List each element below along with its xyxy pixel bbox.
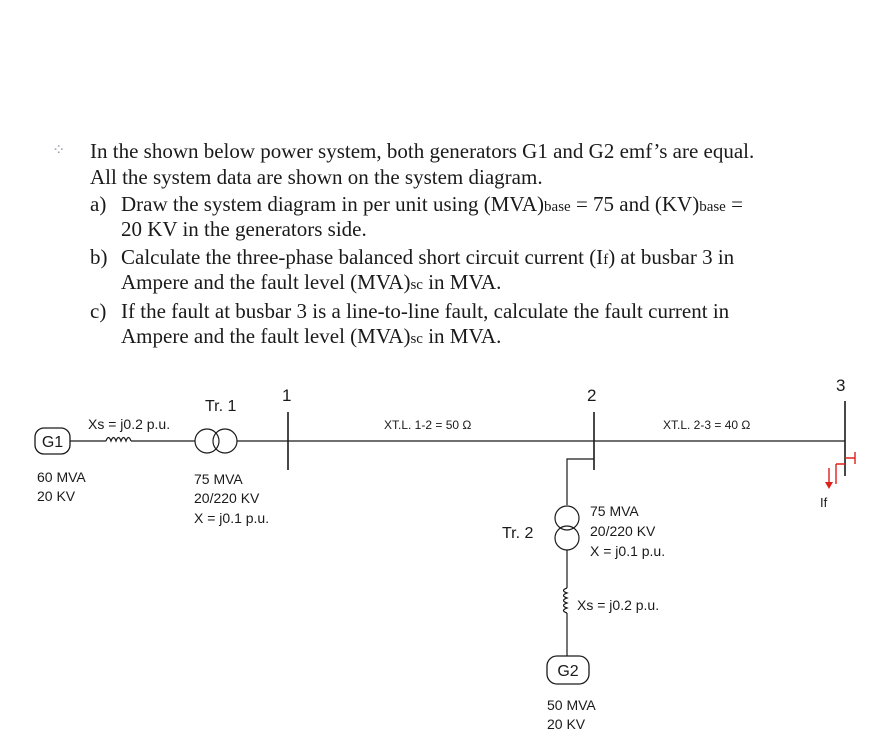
part-a-line-2: 20 KV in the generators side. — [121, 217, 367, 241]
question-text: ⁘ In the shown below power system, both … — [0, 0, 889, 360]
tr1-secondary-coil — [212, 428, 238, 454]
part-b-line-2-sub: sc — [410, 277, 423, 293]
bus3-label: 3 — [836, 376, 845, 395]
part-a-label: a) — [90, 192, 107, 216]
tr1-primary-coil — [194, 428, 220, 454]
g1-reactance-label: Xs = j0.2 p.u. — [88, 416, 170, 432]
part-c-line-1: If the fault at busbar 3 is a line-to-li… — [121, 299, 730, 323]
line-2-3-label: XT.L. 2-3 = 40 Ω — [663, 418, 750, 432]
tr2-ratio: 20/220 KV — [590, 523, 656, 539]
part-a-mid: = 75 and (KV) — [570, 192, 700, 216]
g2-voltage: 20 KV — [547, 716, 586, 732]
intro-line-1: In the shown below power system, both ge… — [90, 139, 755, 163]
part-c-line-2-sub: sc — [410, 331, 423, 347]
g2-reactance-label: Xs = j0.2 p.u. — [577, 597, 659, 613]
part-c-line-2-post: in MVA. — [422, 324, 502, 348]
part-b-line-2: Ampere and the fault level (MVA)sc in MV… — [121, 269, 501, 298]
part-c-line-2-text: Ampere and the fault level (MVA) — [121, 324, 411, 348]
bullet-icon: ⁘ — [52, 142, 66, 159]
tr1-reactance: X = j0.1 p.u. — [194, 510, 269, 526]
tr2-rating: 75 MVA — [590, 503, 639, 519]
part-b-line-2-text: Ampere and the fault level (MVA) — [121, 270, 411, 294]
intro-line-2: All the system data are shown on the sys… — [90, 165, 543, 189]
g1-rating: 60 MVA — [37, 469, 86, 485]
tr2-label: Tr. 2 — [502, 525, 534, 542]
g1-voltage: 20 KV — [37, 488, 76, 504]
fault-symbol — [835, 452, 856, 484]
part-b-sub: f — [603, 252, 609, 268]
bus2-drop-line — [566, 458, 594, 505]
g2-box — [546, 655, 590, 685]
part-a-base-2: base — [699, 199, 726, 215]
part-a-text: Draw the system diagram in per unit usin… — [121, 192, 545, 216]
tr2-primary-coil — [554, 505, 580, 531]
part-b-text: Calculate the three-phase balanced short… — [121, 245, 604, 269]
bus1-label: 1 — [282, 386, 291, 405]
fault-arrow-icon — [825, 482, 833, 489]
g1-label: G1 — [42, 434, 63, 451]
part-a-post: = — [725, 192, 743, 216]
part-b-line-2-post: in MVA. — [422, 270, 502, 294]
part-c-label: c) — [90, 299, 107, 323]
g2-label: G2 — [557, 663, 578, 680]
part-b-line-1: Calculate the three-phase balanced short… — [121, 244, 734, 273]
line-1-2-label: XT.L. 1-2 = 50 Ω — [384, 418, 471, 432]
bus2-label: 2 — [587, 386, 596, 405]
part-b-label: b) — [90, 245, 108, 269]
part-a-base-1: base — [544, 199, 571, 215]
part-a-line-1: Draw the system diagram in per unit usin… — [121, 191, 743, 220]
tr1-rating: 75 MVA — [194, 471, 243, 487]
part-c-line-2: Ampere and the fault level (MVA)sc in MV… — [121, 323, 501, 352]
part-b-post: ) at busbar 3 in — [608, 245, 735, 269]
power-system-diagram: G1 60 MVA 20 KV Xs = j0.2 p.u. Tr. 1 75 … — [34, 376, 856, 732]
tr1-ratio: 20/220 KV — [194, 490, 260, 506]
fault-current-label: If — [820, 495, 828, 510]
g1-reactance-coil — [70, 436, 195, 443]
tr1-label: Tr. 1 — [205, 398, 237, 415]
tr2-reactance: X = j0.1 p.u. — [590, 543, 665, 559]
g2-rating: 50 MVA — [547, 697, 596, 713]
g2-reactance-coil — [562, 550, 569, 656]
